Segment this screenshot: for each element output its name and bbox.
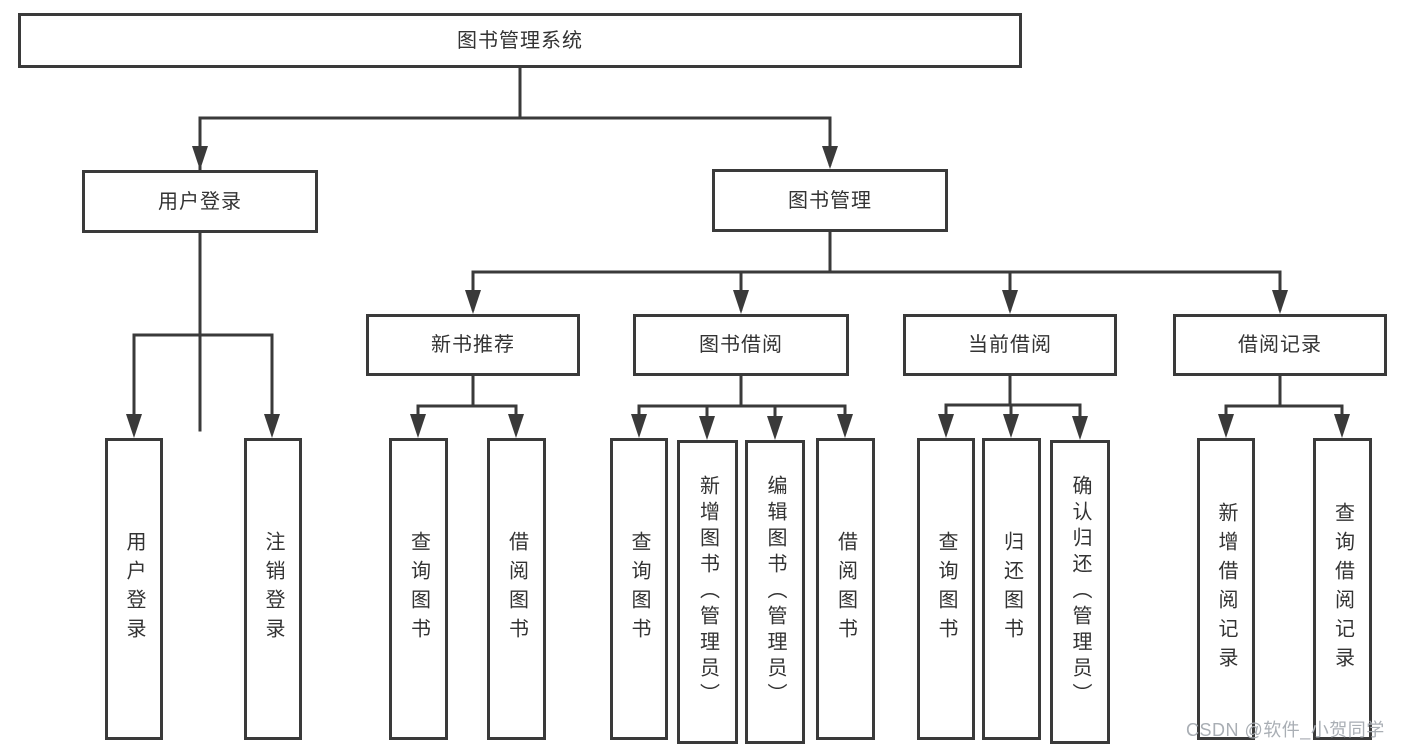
connector-borrow-records bbox=[1224, 374, 1344, 434]
leaf-user-login: 用户登录 bbox=[105, 438, 163, 740]
node-user-login: 用户登录 bbox=[82, 170, 318, 233]
arrowhead bbox=[410, 414, 426, 438]
node-root-label: 图书管理系统 bbox=[457, 29, 583, 52]
leaf-confirm-return-admin-label: 确认归还（管理员） bbox=[1069, 475, 1091, 709]
node-book-management-label: 图书管理 bbox=[788, 189, 872, 212]
arrowhead bbox=[631, 414, 647, 438]
leaf-query-books-2-label: 查询图书 bbox=[628, 531, 650, 647]
node-current-borrow: 当前借阅 bbox=[903, 314, 1117, 376]
leaf-return-book: 归还图书 bbox=[982, 438, 1041, 740]
arrowhead bbox=[733, 290, 749, 314]
arrowhead bbox=[1334, 414, 1350, 438]
node-new-book-recommend: 新书推荐 bbox=[366, 314, 580, 376]
arrowheads bbox=[126, 146, 1350, 440]
leaf-add-book-admin: 新增图书（管理员） bbox=[677, 440, 738, 744]
connector-user-login bbox=[132, 231, 274, 434]
leaf-borrow-books-1-label: 借阅图书 bbox=[505, 531, 528, 647]
leaf-add-borrow-record: 新增借阅记录 bbox=[1197, 438, 1255, 740]
connector-new-book-recommend bbox=[416, 374, 518, 434]
leaf-borrow-books-2-label: 借阅图书 bbox=[834, 531, 857, 647]
arrowhead bbox=[1218, 414, 1234, 438]
leaf-user-login-label: 用户登录 bbox=[123, 531, 145, 647]
leaf-logout-label: 注销登录 bbox=[262, 531, 284, 647]
node-borrow-records-label: 借阅记录 bbox=[1238, 334, 1322, 356]
arrowhead bbox=[1072, 416, 1088, 440]
arrowhead bbox=[192, 146, 208, 170]
arrowhead bbox=[837, 414, 853, 438]
node-current-borrow-label: 当前借阅 bbox=[968, 334, 1052, 356]
arrowhead bbox=[126, 414, 142, 438]
node-book-borrow: 图书借阅 bbox=[633, 314, 849, 376]
node-user-login-label: 用户登录 bbox=[158, 190, 242, 213]
leaf-return-book-label: 归还图书 bbox=[1000, 531, 1023, 647]
connector-book-management bbox=[471, 230, 1282, 311]
connector-book-borrow bbox=[637, 374, 847, 436]
leaf-query-books-3-label: 查询图书 bbox=[935, 531, 957, 647]
node-root: 图书管理系统 bbox=[18, 13, 1022, 68]
arrowhead bbox=[264, 414, 280, 438]
connector-root bbox=[198, 66, 832, 432]
arrowhead bbox=[1003, 414, 1019, 438]
leaf-query-books-1-label: 查询图书 bbox=[407, 531, 430, 647]
leaf-add-borrow-record-label: 新增借阅记录 bbox=[1215, 502, 1237, 676]
leaf-query-books-1: 查询图书 bbox=[389, 438, 448, 740]
watermark: CSDN @软件_小贺同学 bbox=[1186, 720, 1385, 740]
node-borrow-records: 借阅记录 bbox=[1173, 314, 1387, 376]
node-book-management: 图书管理 bbox=[712, 169, 948, 232]
arrowhead bbox=[508, 414, 524, 438]
leaf-add-book-admin-label: 新增图书（管理员） bbox=[696, 475, 719, 709]
arrowhead bbox=[822, 146, 838, 169]
node-new-book-recommend-label: 新书推荐 bbox=[431, 334, 515, 356]
arrowhead bbox=[699, 416, 715, 440]
arrowhead bbox=[1272, 290, 1288, 314]
arrowhead bbox=[1002, 290, 1018, 314]
leaf-edit-book-admin-label: 编辑图书（管理员） bbox=[764, 475, 786, 709]
leaf-query-books-2: 查询图书 bbox=[610, 438, 668, 740]
leaf-logout: 注销登录 bbox=[244, 438, 302, 740]
arrowhead bbox=[938, 414, 954, 438]
leaf-borrow-books-2: 借阅图书 bbox=[816, 438, 875, 740]
node-book-borrow-label: 图书借阅 bbox=[699, 334, 783, 356]
arrowhead bbox=[465, 290, 481, 314]
leaf-query-books-3: 查询图书 bbox=[917, 438, 975, 740]
arrowhead bbox=[767, 416, 783, 440]
leaf-query-borrow-record-label: 查询借阅记录 bbox=[1331, 502, 1354, 676]
leaf-confirm-return-admin: 确认归还（管理员） bbox=[1050, 440, 1110, 744]
connector-root-stubs bbox=[198, 116, 832, 166]
leaf-query-borrow-record: 查询借阅记录 bbox=[1313, 438, 1372, 740]
leaf-edit-book-admin: 编辑图书（管理员） bbox=[745, 440, 805, 744]
leaf-borrow-books-1: 借阅图书 bbox=[487, 438, 546, 740]
